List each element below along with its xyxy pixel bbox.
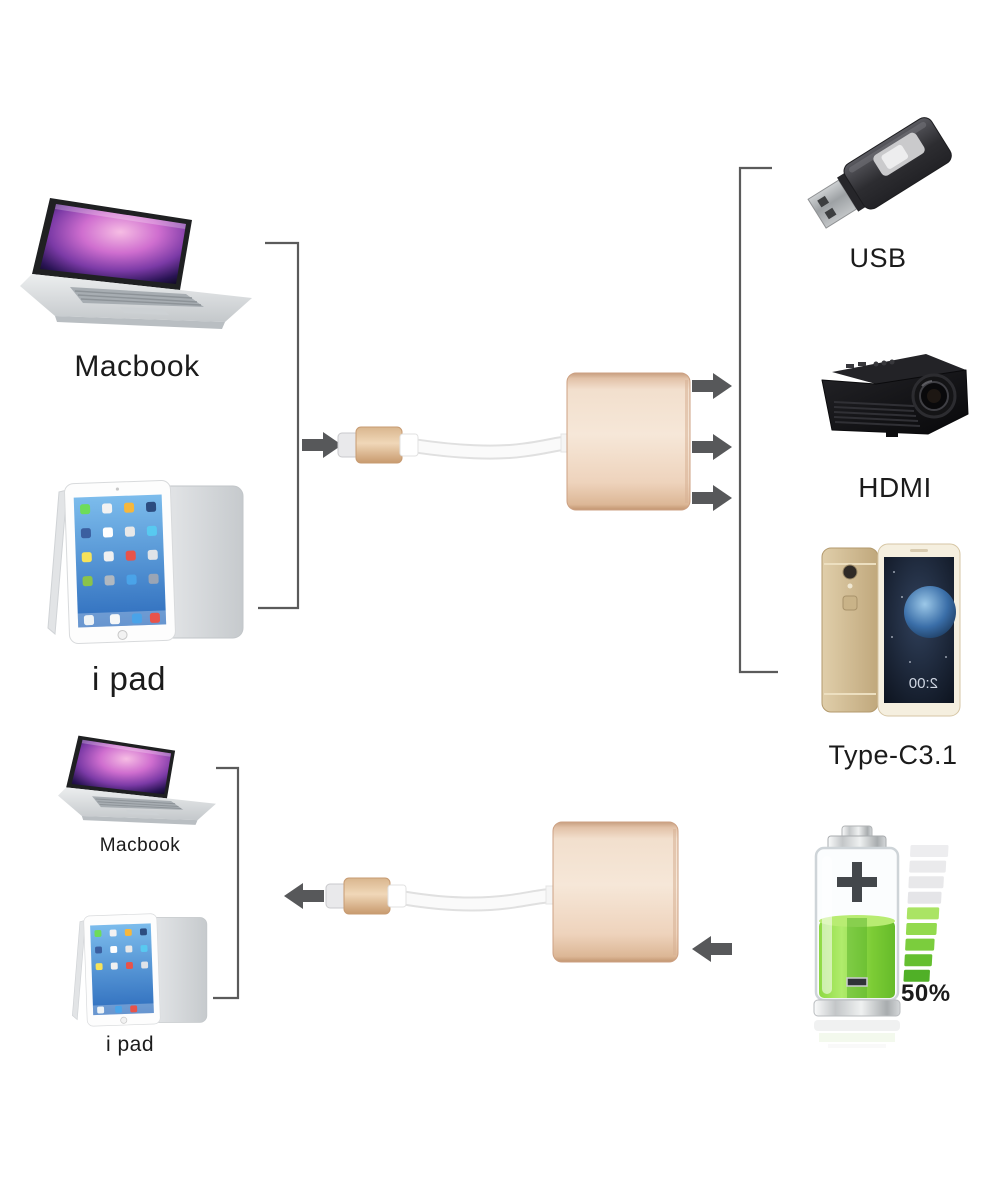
- battery-level-bars: [903, 845, 949, 982]
- macbook-keyboard: [70, 287, 204, 307]
- arrow-charge-out-icon: [284, 883, 324, 909]
- label-macbook-top: Macbook: [74, 350, 200, 383]
- usb-c-hub-adapter-top: [302, 372, 732, 511]
- macbook-photo-bottom: [58, 735, 216, 825]
- phone-camera: [842, 564, 858, 580]
- arrow-output-typec-icon: [692, 485, 732, 511]
- hub-body: [552, 821, 679, 963]
- label-hdmi: HDMI: [858, 472, 932, 503]
- usb-c-plug: [343, 877, 391, 915]
- projector-controls: [846, 359, 895, 368]
- cable: [410, 436, 581, 458]
- battery-minus-mark: [846, 977, 868, 987]
- arrow-power-in-icon: [692, 936, 732, 962]
- arrow-output-hdmi-icon: [692, 434, 732, 460]
- label-macbook-bottom: Macbook: [99, 835, 181, 856]
- label-ipad-bottom: i pad: [105, 1033, 155, 1056]
- ipad-photo-bottom: [72, 913, 208, 1027]
- ipad-app-icons: [77, 501, 167, 628]
- usb-metal-connector: [807, 179, 858, 229]
- phone-speaker: [910, 549, 928, 552]
- arrow-output-usb-icon: [692, 373, 732, 399]
- phone-screen-earth: [904, 586, 956, 638]
- bracket-line-bottom-left: [213, 766, 240, 1000]
- hub-body: [566, 372, 691, 511]
- label-usb: USB: [849, 243, 907, 273]
- macbook-screen: [40, 204, 186, 284]
- bracket-line-top-right: [738, 166, 778, 674]
- bracket-line-top-left: [258, 241, 300, 610]
- battery-reflection: [814, 1020, 900, 1048]
- projector-photo: [821, 354, 969, 437]
- battery-percent-label: 50%: [901, 980, 951, 1007]
- projector-top: [832, 354, 966, 384]
- phone-fingerprint-sensor: [842, 595, 858, 611]
- arrow-input-icon: [302, 432, 342, 458]
- projector-vents: [833, 401, 921, 427]
- battery-bottom-cap: [813, 999, 901, 1017]
- cable-boot: [387, 884, 407, 908]
- battery-icon: [813, 825, 949, 1048]
- phone-clock-mirrored: 2:00: [909, 675, 938, 692]
- label-ipad-top: i pad: [91, 660, 167, 697]
- battery-plus-sign: [837, 862, 877, 902]
- label-type-c: Type-C3.1: [828, 740, 958, 770]
- cable: [398, 889, 566, 910]
- cable-boot: [399, 433, 419, 457]
- ipad-photo-top: [47, 480, 244, 644]
- usb-c-plug: [355, 426, 403, 464]
- ipad-home-button: [117, 629, 128, 640]
- ipad-screen: [73, 494, 167, 628]
- ipad-side-edge: [47, 489, 68, 636]
- usb-drive-photo: [807, 117, 952, 229]
- ipad-camera: [115, 487, 120, 491]
- macbook-trackpad: [120, 307, 169, 315]
- usb-c-hub-adapter-bottom: [284, 821, 732, 963]
- smartphone-photo: 2:00: [821, 543, 961, 717]
- macbook-photo-top: [20, 198, 252, 329]
